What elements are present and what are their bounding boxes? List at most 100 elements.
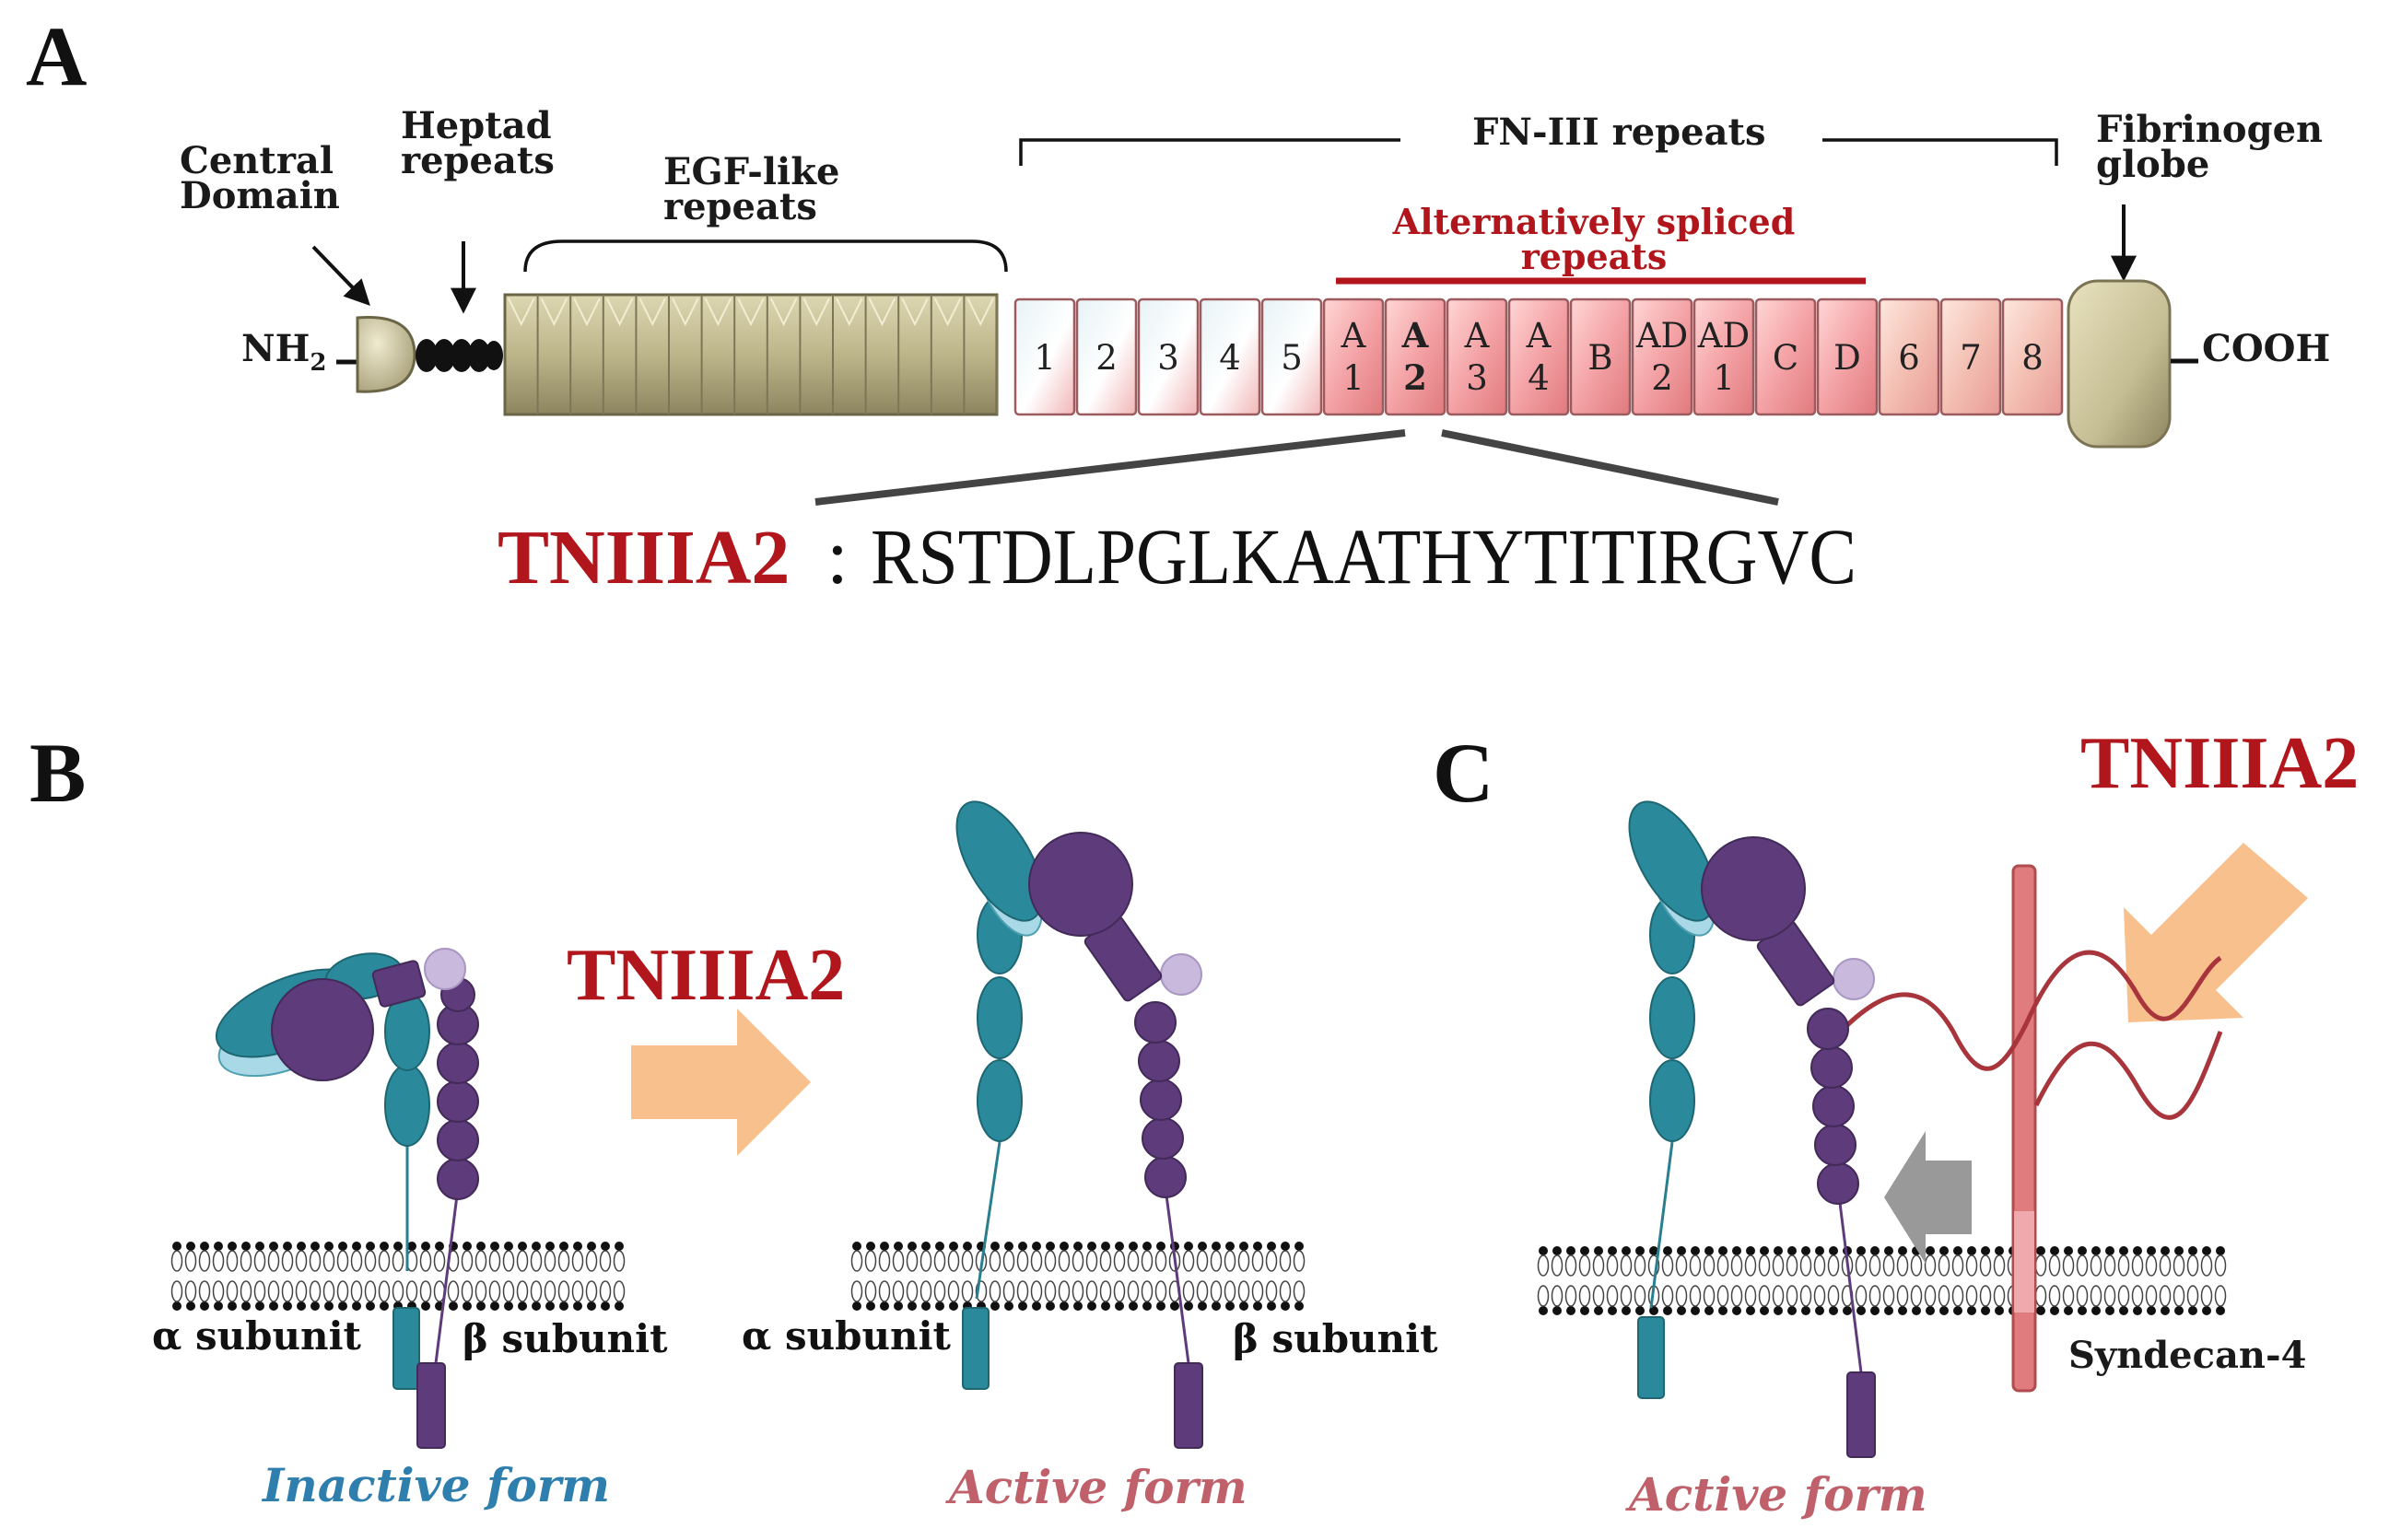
fn3-repeat-label-top: A <box>1464 316 1491 356</box>
stimulus-arrow-b <box>631 1009 811 1156</box>
alpha-tm-domain-active-b <box>962 1307 990 1390</box>
membrane-bilayer-c <box>1537 1246 2227 1315</box>
egf-label: EGF-like repeats <box>663 150 839 228</box>
egf-like-repeats <box>503 293 999 416</box>
fn3-repeat-box <box>1137 298 1200 416</box>
panel-b: B α subunit β <box>29 726 1438 1514</box>
fn3-repeat-label-bottom: 1 <box>1713 358 1735 398</box>
fibrinogen-line2: globe <box>2096 143 2209 186</box>
fibrinogen-line1: Fibrinogen <box>2096 108 2323 151</box>
egf-repeat <box>672 298 699 327</box>
zoom-line-right <box>1441 429 1779 506</box>
fn3-repeat-box <box>1939 298 2002 416</box>
egf-repeat <box>901 298 929 327</box>
active-form-label-c: Active form <box>1625 1467 1927 1522</box>
zoom-line-left <box>814 429 1406 506</box>
panel-a: A Central Domain Heptad repeats EGF-like… <box>26 9 2330 601</box>
fn3-repeat-label-top: AD <box>1635 316 1688 356</box>
egf-line2: repeats <box>663 185 817 228</box>
peptide-sequence: RSTDLPGLKAATHYTITIRGVC <box>871 512 1856 601</box>
fn3-repeat-label: 1 <box>1034 338 1056 378</box>
fn3-repeat-label-bottom: 3 <box>1466 358 1488 398</box>
egf-line1: EGF-like <box>663 150 839 193</box>
fn3-repeat-label-top: A <box>1401 315 1430 356</box>
syndecan-4-tm <box>2014 1211 2034 1312</box>
fn3-repeat-box <box>1384 298 1446 416</box>
fn3-label: FN-III repeats <box>1472 111 1765 154</box>
alt-spliced-line2: repeats <box>1521 236 1668 277</box>
alpha-tm-domain-inactive <box>392 1307 420 1390</box>
fn3-repeat-box <box>1199 298 1261 416</box>
beta-subunit-label-right: β subunit <box>1233 1316 1438 1361</box>
fn3-repeat-label: D <box>1833 338 1861 378</box>
egf-repeat <box>704 298 732 327</box>
beta-i-domain-inactive <box>271 978 374 1081</box>
integrin-active-c <box>1628 800 1876 1458</box>
fn3-repeat-label: B <box>1587 338 1612 378</box>
fn3-repeat-box <box>1631 298 1693 416</box>
fn3-repeat-box <box>1507 298 1570 416</box>
fn3-repeat-label: 5 <box>1281 338 1303 378</box>
fn3-repeat-box <box>1260 298 1323 416</box>
peptide-name: TNIIIA2 <box>498 515 790 601</box>
alpha-thigh-inactive <box>384 1064 430 1147</box>
fn3-repeat-label: 4 <box>1219 338 1241 378</box>
cooh-label: COOH <box>2202 327 2330 370</box>
egf-repeat <box>540 298 568 327</box>
fn3-repeat-box <box>1013 298 1076 416</box>
fn3-bracket-right <box>1822 138 2058 166</box>
nh2-label: NH2 <box>241 327 326 377</box>
fn3-repeat-box <box>1569 298 1632 416</box>
beta-tm-domain-active-b <box>1174 1362 1203 1449</box>
fn3-repeat-box <box>1322 298 1385 416</box>
fn3-repeat-label: 7 <box>1960 338 1982 378</box>
egf-brace <box>523 239 1008 273</box>
egf-repeat <box>933 298 962 327</box>
fn3-repeat-label-top: A <box>1526 316 1552 356</box>
stimulus-label-c: TNIIIA2 <box>2080 723 2359 804</box>
integrin-inactive <box>215 948 479 1449</box>
fibrinogen-label: Fibrinogen globe <box>2096 108 2323 186</box>
fn3-repeat-label-top: A <box>1341 316 1367 356</box>
central-domain-line2: Domain <box>180 174 340 217</box>
egf-repeat <box>769 298 798 327</box>
fn3-repeat-label-bottom: 1 <box>1342 358 1364 398</box>
egf-repeat <box>508 298 535 327</box>
grey-arrow <box>1884 1131 1972 1264</box>
egf-repeat <box>638 298 666 327</box>
heparan-sulfate-chain-2 <box>2033 1031 2223 1120</box>
integrin-active-b <box>955 800 1203 1449</box>
fn3-repeat-box <box>1075 298 1138 416</box>
central-domain-arrow <box>311 245 370 307</box>
fn3-repeat-box <box>1692 298 1755 416</box>
fn3-repeat-box <box>1878 298 1940 416</box>
heptad-coil <box>416 339 503 372</box>
stimulus-label-b: TNIIIA2 <box>567 935 845 1016</box>
fn3-repeat-label-top: AD <box>1697 316 1750 356</box>
central-domain-line1: Central <box>180 139 334 182</box>
egf-body <box>503 293 999 416</box>
fn3-repeat-label: C <box>1773 338 1798 378</box>
alpha-propeller-active-c <box>1628 800 1716 922</box>
membrane-bilayer-right <box>850 1242 1306 1311</box>
egf-repeat <box>573 298 601 327</box>
fn3-repeat-label: 2 <box>1095 338 1118 378</box>
heptad-line2: repeats <box>401 139 555 182</box>
fn3-repeat-label: 3 <box>1157 338 1179 378</box>
egf-repeat <box>836 298 863 327</box>
fibrinogen-globe <box>2067 279 2172 449</box>
egf-repeat <box>966 298 994 327</box>
fn3-repeat-box <box>1754 298 1817 416</box>
panel-c: C TNIIIA2 Syndecan-4 <box>1433 723 2359 1522</box>
membrane-bilayer-left <box>170 1242 626 1311</box>
heptad-line1: Heptad <box>401 104 552 147</box>
panel-letter-a: A <box>26 9 87 103</box>
alt-spliced-line1: Alternatively spliced <box>1392 201 1796 242</box>
central-domain-label: Central Domain <box>180 139 340 217</box>
fn3-repeat-label: 6 <box>1898 338 1920 378</box>
peptide-colon: : <box>826 512 849 601</box>
fn3-bracket-left <box>1019 138 1400 166</box>
egf-repeat <box>868 298 896 327</box>
